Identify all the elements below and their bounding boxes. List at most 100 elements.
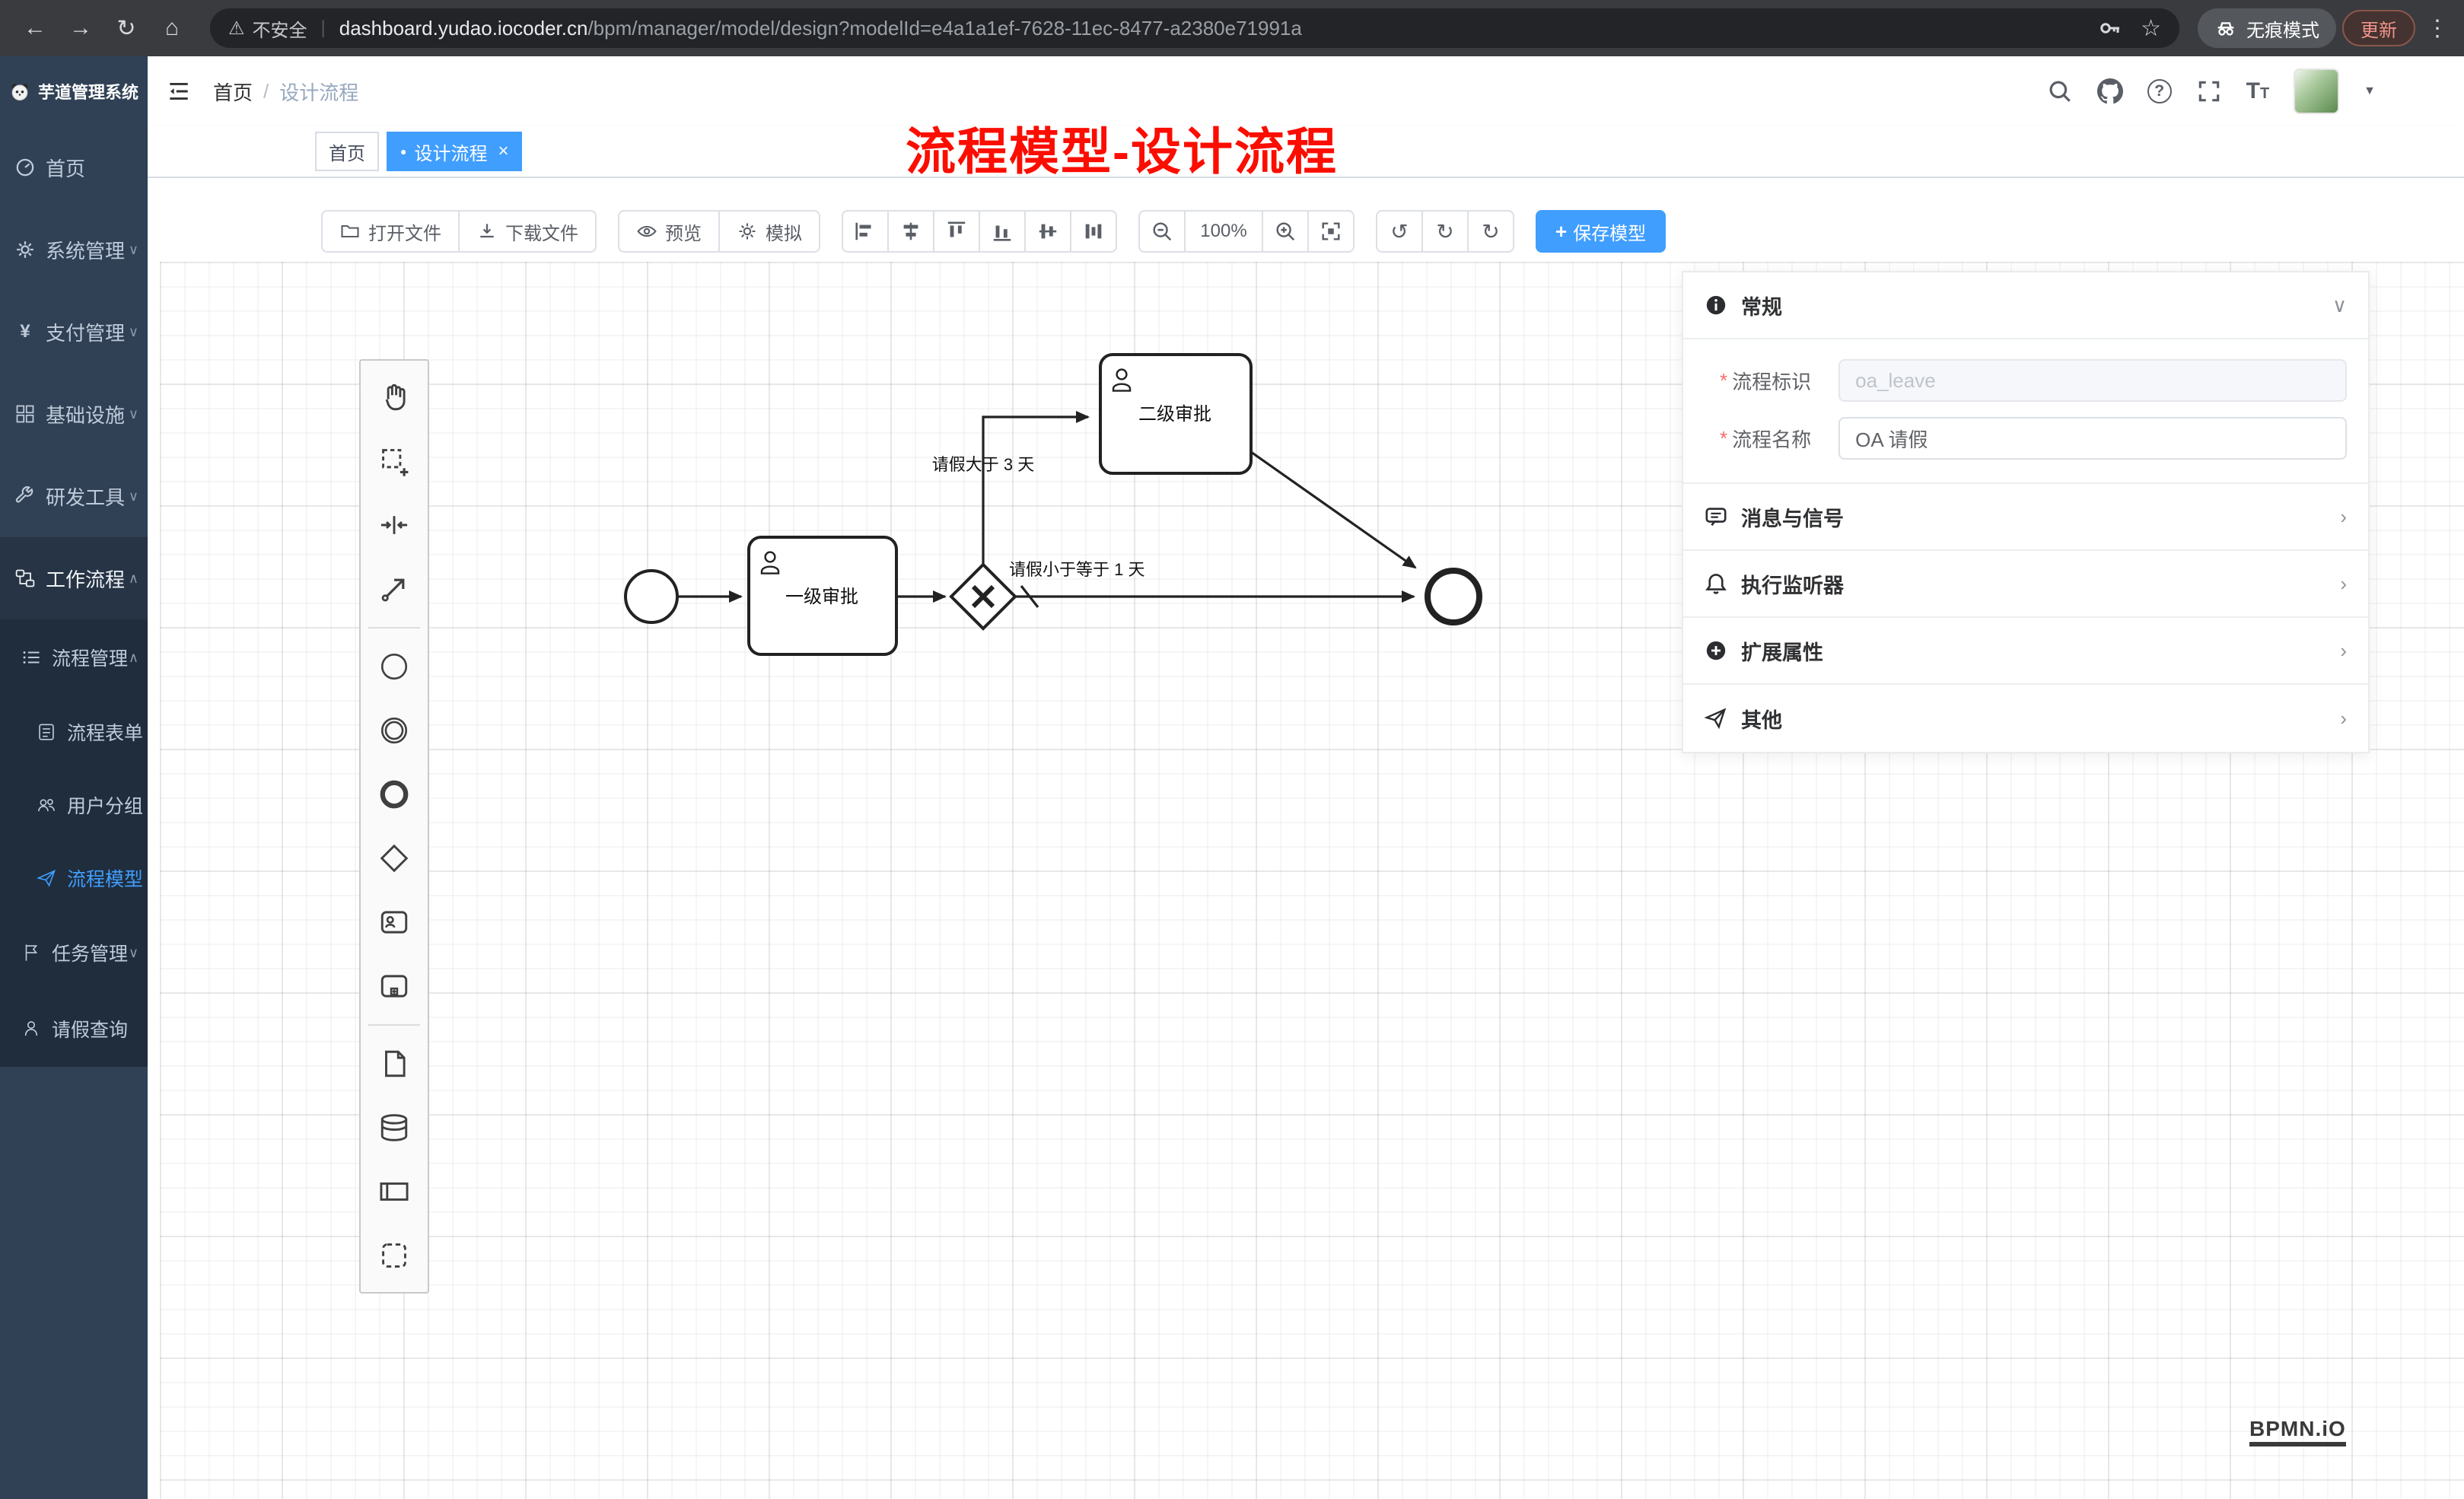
- distribute-icon: [1085, 224, 1102, 239]
- zoom-in-button[interactable]: [1262, 210, 1309, 253]
- process-name-input[interactable]: [1838, 417, 2347, 460]
- send-icon: [1705, 708, 1727, 730]
- create-intermediate-event[interactable]: [364, 699, 425, 762]
- props-section-general[interactable]: 常规 ∨: [1683, 272, 2368, 339]
- browser-forward-button[interactable]: →: [61, 8, 100, 48]
- hand-tool[interactable]: [364, 365, 425, 429]
- sidebar-item-leave-query[interactable]: 请假查询: [0, 991, 148, 1067]
- open-file-button[interactable]: 打开文件: [321, 210, 460, 253]
- breadcrumb-current: 设计流程: [279, 81, 359, 104]
- browser-back-button[interactable]: ←: [15, 8, 55, 48]
- user-avatar[interactable]: [2294, 68, 2340, 114]
- zoom-reset-button[interactable]: [1307, 210, 1355, 253]
- tab-design-process[interactable]: ● 设计流程 ×: [387, 132, 523, 171]
- svg-text:一级审批: 一级审批: [785, 587, 858, 607]
- tab-home[interactable]: 首页: [315, 132, 379, 171]
- workflow-submenu: 流程管理 ∧ 流程表单 用户分组 流程模型: [0, 619, 148, 1067]
- refresh-icon: ↻: [1482, 219, 1500, 243]
- sidebar-item-home[interactable]: 首页: [0, 126, 148, 208]
- breadcrumb: 首页 / 设计流程: [213, 78, 358, 106]
- sidebar-item-workflow[interactable]: 工作流程 ∧: [0, 537, 148, 619]
- props-section-message-signal[interactable]: 消息与信号 ›: [1683, 484, 2368, 551]
- create-participant[interactable]: [364, 1160, 425, 1224]
- sidebar-item-payment[interactable]: ¥ 支付管理 ∨: [0, 291, 148, 373]
- download-file-button[interactable]: 下载文件: [458, 210, 597, 253]
- search-icon[interactable]: [2047, 78, 2073, 104]
- address-bar[interactable]: ⚠ 不安全 | dashboard.yudao.iocoder.cn /bpm/…: [210, 8, 2179, 48]
- create-data-object[interactable]: [364, 1032, 425, 1096]
- sidebar-item-task-management[interactable]: 任务管理 ∨: [0, 915, 148, 991]
- bookmark-star-icon[interactable]: ☆: [2141, 15, 2161, 41]
- avatar-caret-icon[interactable]: ▼: [2364, 84, 2376, 97]
- preview-button[interactable]: 预览: [618, 210, 720, 253]
- sidebar-item-process-form[interactable]: 流程表单: [0, 695, 148, 769]
- create-task[interactable]: [364, 890, 425, 954]
- fullscreen-icon[interactable]: [2196, 78, 2222, 104]
- zoom-out-button[interactable]: [1138, 210, 1186, 253]
- chevron-right-icon: ›: [2340, 571, 2347, 595]
- flow-condition-le1: 请假小于等于 1 天: [1009, 560, 1144, 579]
- palette-separator: [368, 627, 420, 629]
- help-icon[interactable]: ?: [2147, 79, 2172, 103]
- align-top-icon: [947, 221, 966, 237]
- sidebar-item-process-model[interactable]: 流程模型: [0, 842, 148, 915]
- fit-viewport-icon: [1322, 222, 1340, 240]
- security-label: 不安全: [252, 20, 307, 41]
- sidebar-item-user-group[interactable]: 用户分组: [0, 769, 148, 842]
- bpmn-io-watermark[interactable]: BPMN.iO: [2249, 1415, 2346, 1446]
- align-center-button[interactable]: [887, 210, 934, 253]
- create-subprocess[interactable]: [364, 954, 425, 1018]
- create-exclusive-gateway[interactable]: [364, 826, 425, 890]
- browser-home-button[interactable]: ⌂: [152, 8, 192, 48]
- browser-update-button[interactable]: 更新: [2342, 10, 2415, 46]
- distribute-button[interactable]: [1070, 210, 1117, 253]
- create-group[interactable]: [364, 1224, 425, 1287]
- create-start-event[interactable]: [364, 635, 425, 699]
- lasso-tool[interactable]: [364, 429, 425, 493]
- app-logo[interactable]: 芋道管理系统: [0, 56, 148, 126]
- bpmn-canvas[interactable]: 一级审批 二级审批 请假大: [160, 262, 2464, 1499]
- close-icon[interactable]: ×: [498, 141, 509, 161]
- save-model-button[interactable]: + 保存模型: [1536, 210, 1667, 253]
- align-group: [842, 210, 1117, 253]
- create-data-store[interactable]: [364, 1096, 425, 1160]
- space-tool[interactable]: [364, 493, 425, 557]
- incognito-badge[interactable]: 无痕模式: [2198, 8, 2336, 48]
- browser-reload-button[interactable]: ↻: [107, 8, 146, 48]
- bpmn-end-event[interactable]: [1425, 568, 1482, 625]
- global-connect-tool[interactable]: [364, 557, 425, 621]
- security-status[interactable]: ⚠ 不安全: [228, 15, 307, 42]
- sidebar-item-system[interactable]: 系统管理 ∨: [0, 208, 148, 291]
- sidebar-item-devtools[interactable]: 研发工具 ∨: [0, 455, 148, 537]
- chevron-down-icon: ∨: [128, 488, 138, 504]
- breadcrumb-separator: /: [263, 79, 269, 103]
- browser-menu-button[interactable]: ⋮: [2426, 15, 2449, 42]
- sidebar-item-process-management[interactable]: 流程管理 ∧: [0, 619, 148, 695]
- align-bottom-button[interactable]: [979, 210, 1026, 253]
- bpmn-task-level2[interactable]: 二级审批: [1099, 353, 1253, 475]
- sidebar-item-infra[interactable]: 基础设施 ∨: [0, 373, 148, 455]
- props-section-extended-attributes[interactable]: 扩展属性 ›: [1683, 618, 2368, 685]
- breadcrumb-home[interactable]: 首页: [213, 81, 253, 104]
- restart-button[interactable]: ↻: [1467, 210, 1514, 253]
- bpmn-exclusive-gateway[interactable]: [949, 562, 1017, 631]
- redo-button[interactable]: ↻: [1421, 210, 1469, 253]
- undo-button[interactable]: ↺: [1376, 210, 1423, 253]
- sidebar-collapse-button[interactable]: [166, 78, 192, 104]
- flow-gateway-to-task2[interactable]: [982, 411, 1090, 565]
- align-middle-button[interactable]: [1024, 210, 1071, 253]
- password-key-icon[interactable]: [2098, 16, 2122, 40]
- process-key-input[interactable]: [1838, 359, 2347, 402]
- bpmn-task-level1[interactable]: 一级审批: [747, 536, 898, 656]
- simulate-button[interactable]: 模拟: [718, 210, 820, 253]
- flow-task2-to-end[interactable]: [1250, 450, 1417, 569]
- align-top-button[interactable]: [933, 210, 980, 253]
- align-left-button[interactable]: [842, 210, 889, 253]
- props-section-execution-listener[interactable]: 执行监听器 ›: [1683, 551, 2368, 618]
- github-icon[interactable]: [2096, 78, 2123, 104]
- create-end-event[interactable]: [364, 762, 425, 826]
- props-section-other[interactable]: 其他 ›: [1683, 685, 2368, 752]
- bpmn-start-event[interactable]: [624, 569, 679, 624]
